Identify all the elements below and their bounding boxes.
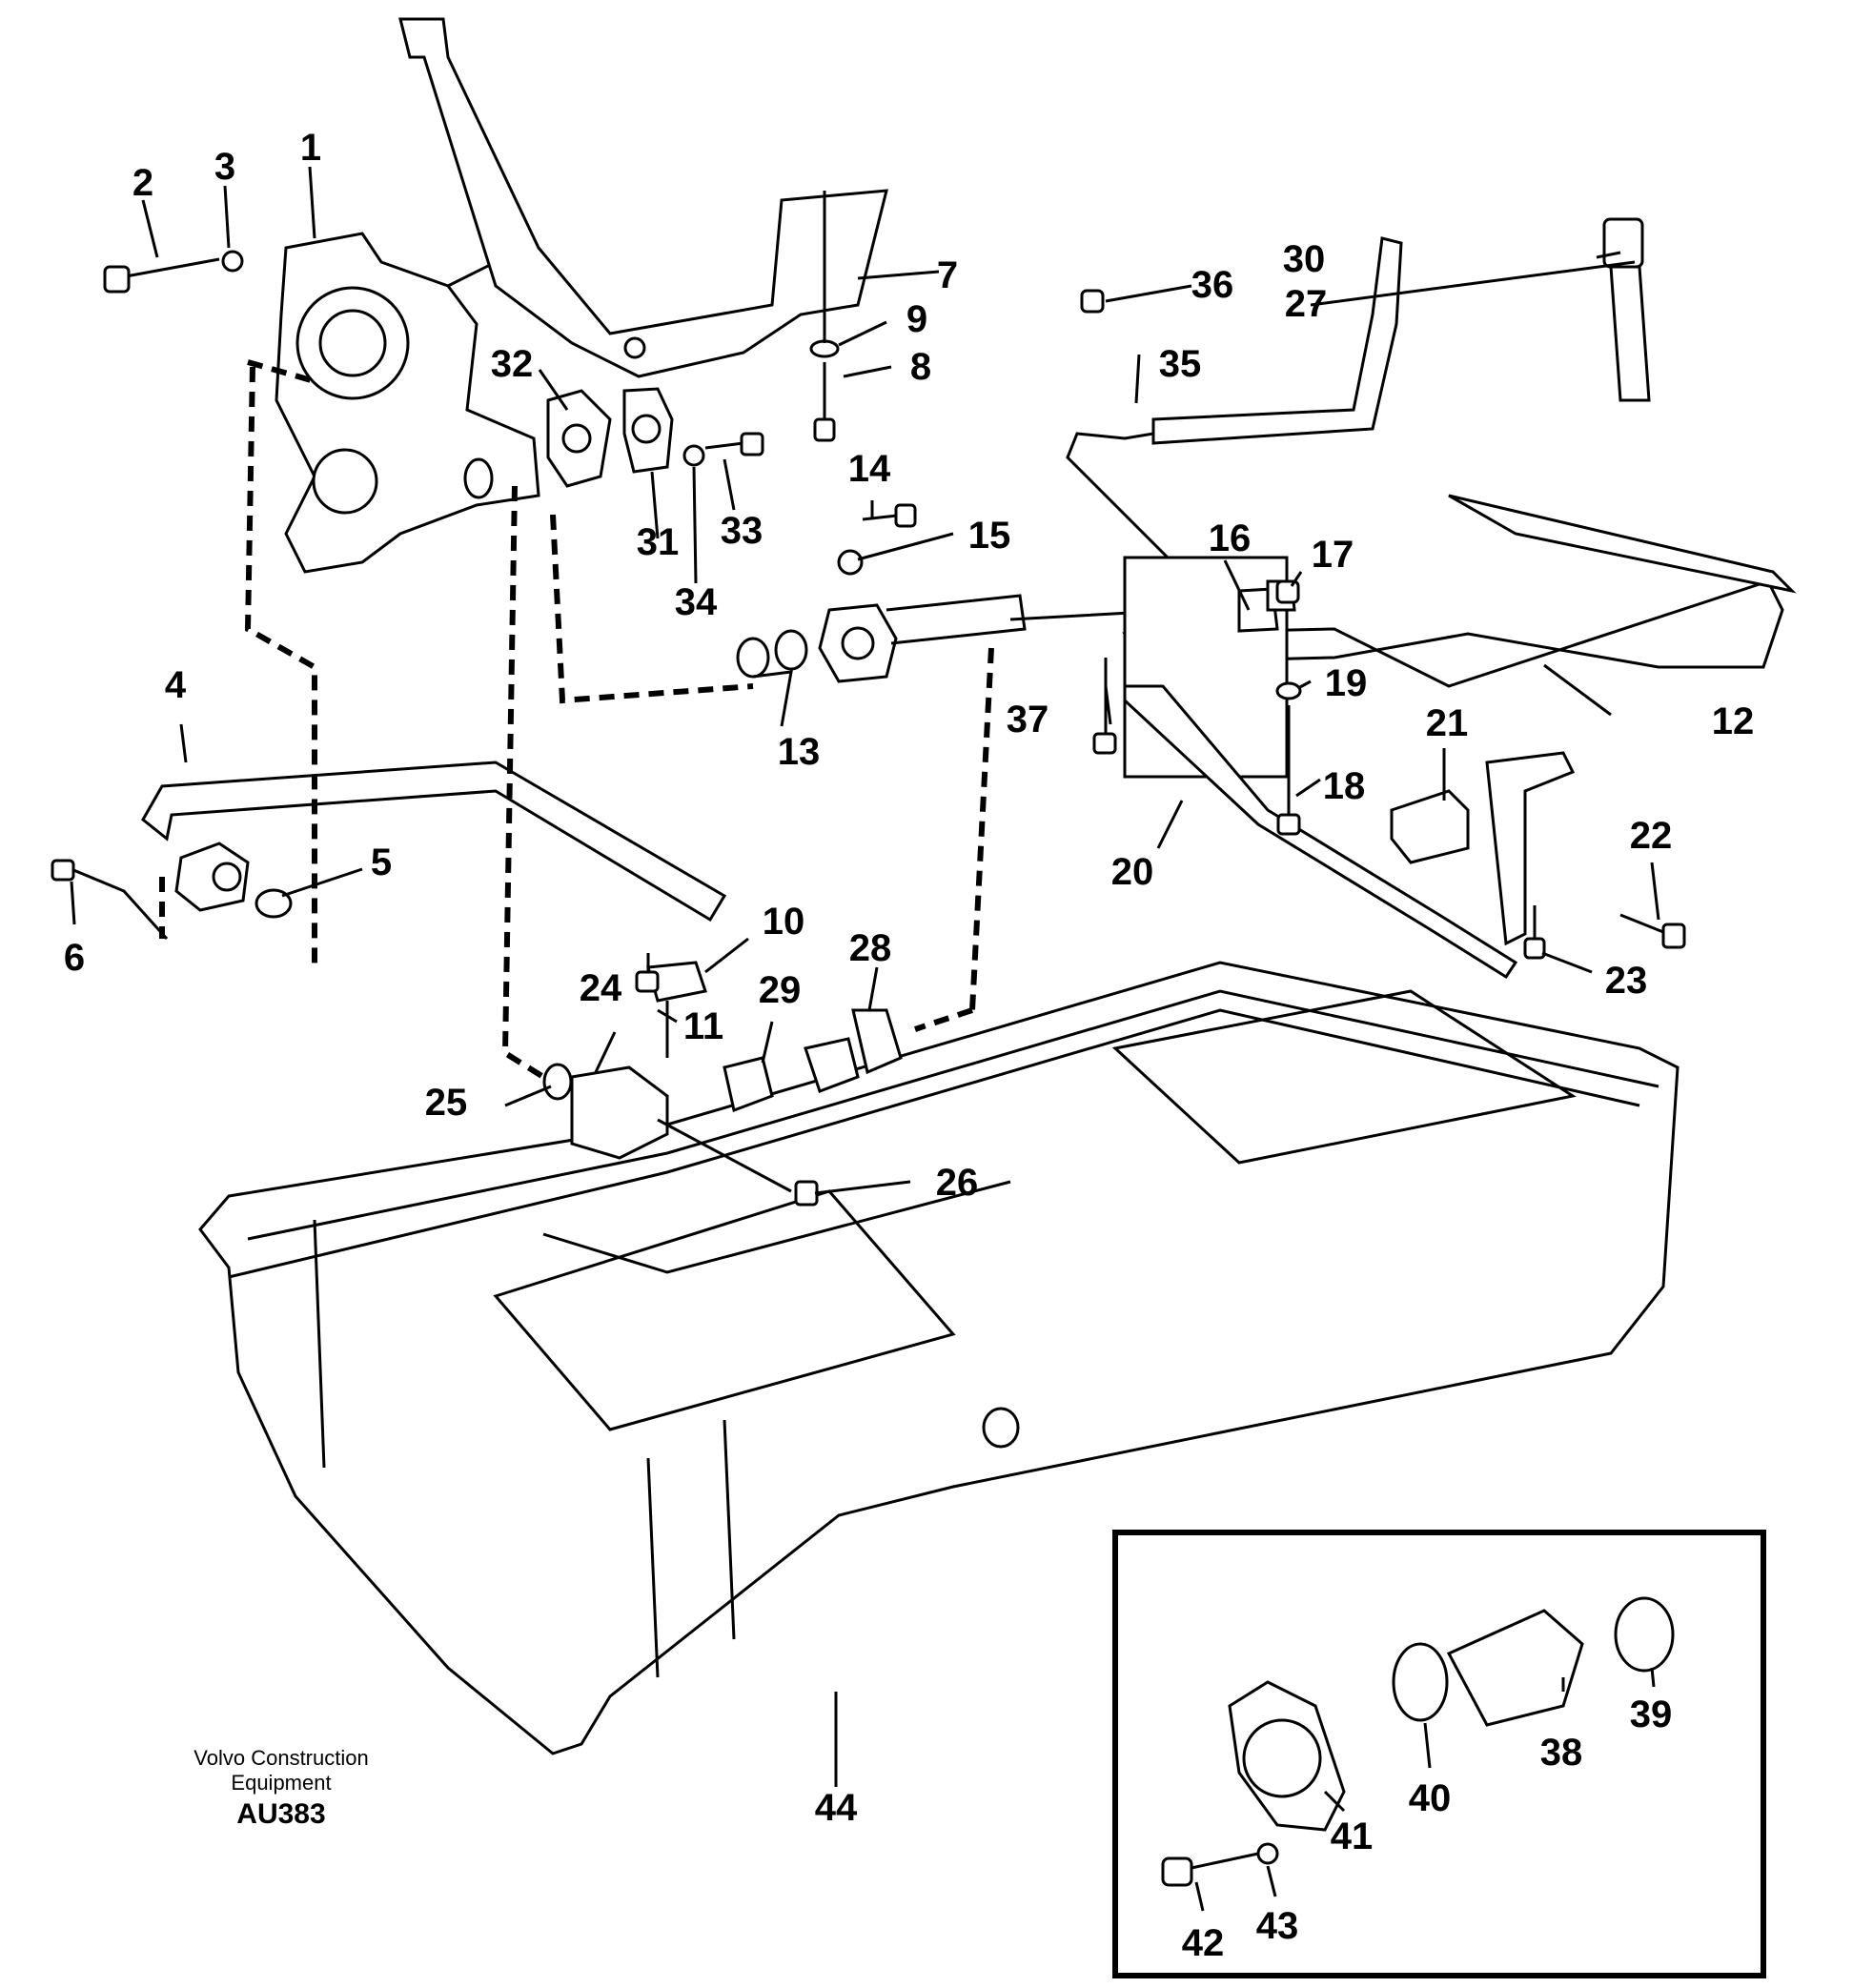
company-name: Volvo Construction [193, 1746, 369, 1770]
callout-28: 28 [849, 927, 892, 969]
oil-pump [275, 232, 540, 574]
callout-31: 31 [637, 521, 680, 563]
mounting-bracket [398, 17, 888, 378]
callout-14: 14 [848, 448, 891, 490]
callout-10: 10 [763, 901, 805, 943]
small-hardware [103, 191, 1686, 993]
lower-pipe-fittings [542, 961, 903, 1207]
pipe-support-bracket [1123, 684, 1576, 980]
callout-18: 18 [1323, 765, 1366, 807]
drawing-code: AU383 [236, 1798, 326, 1830]
callout-labels: 1 2 3 4 5 6 7 8 9 10 11 12 13 14 15 16 1… [64, 127, 1754, 1964]
callout-35: 35 [1159, 343, 1202, 385]
callout-12: 12 [1712, 700, 1755, 742]
callout-29: 29 [759, 969, 802, 1011]
callout-9: 9 [906, 298, 927, 340]
callout-42: 42 [1182, 1922, 1225, 1964]
callout-21: 21 [1426, 702, 1469, 744]
callout-8: 8 [910, 346, 931, 388]
detail-inset [1112, 1530, 1766, 1978]
callout-1: 1 [300, 127, 321, 169]
inlet-elbow [1602, 217, 1651, 402]
callout-2: 2 [132, 162, 153, 204]
callout-13: 13 [778, 731, 821, 773]
callout-37: 37 [1007, 699, 1049, 740]
callout-43: 43 [1256, 1905, 1299, 1947]
callout-40: 40 [1409, 1777, 1452, 1819]
callout-36: 36 [1191, 264, 1234, 306]
suction-pipe [51, 761, 727, 941]
callout-39: 39 [1630, 1694, 1673, 1735]
callout-5: 5 [371, 842, 392, 883]
callout-16: 16 [1209, 517, 1252, 559]
company-name-line2: Equipment [231, 1771, 332, 1795]
flange-and-gasket-set [546, 387, 764, 488]
callout-33: 33 [721, 510, 763, 552]
callout-25: 25 [425, 1082, 468, 1124]
callout-3: 3 [214, 146, 235, 188]
callout-6: 6 [64, 937, 85, 979]
callout-23: 23 [1605, 960, 1648, 1002]
callout-19: 19 [1325, 662, 1368, 704]
callout-41: 41 [1331, 1816, 1374, 1857]
callout-15: 15 [968, 515, 1011, 557]
return-pipe [1009, 236, 1797, 779]
leader-lines [70, 166, 1660, 1912]
callout-22: 22 [1630, 815, 1673, 857]
assembly-dashed-lines [159, 359, 994, 1080]
callout-34: 34 [675, 581, 718, 623]
callout-44: 44 [815, 1787, 858, 1829]
publisher-credit: Volvo Construction Equipment AU383 [162, 1746, 400, 1832]
callout-27: 27 [1285, 283, 1328, 325]
callout-17: 17 [1312, 534, 1354, 576]
callout-30: 30 [1283, 238, 1326, 280]
pipe-connector-set [736, 503, 1027, 683]
oil-sump [198, 961, 1680, 1755]
callout-24: 24 [580, 967, 622, 1009]
callout-32: 32 [491, 343, 534, 385]
callout-4: 4 [165, 664, 187, 706]
callout-38: 38 [1540, 1732, 1583, 1774]
callout-7: 7 [937, 254, 958, 296]
callout-20: 20 [1111, 851, 1154, 893]
callout-11: 11 [683, 1005, 723, 1047]
callout-26: 26 [936, 1162, 979, 1204]
